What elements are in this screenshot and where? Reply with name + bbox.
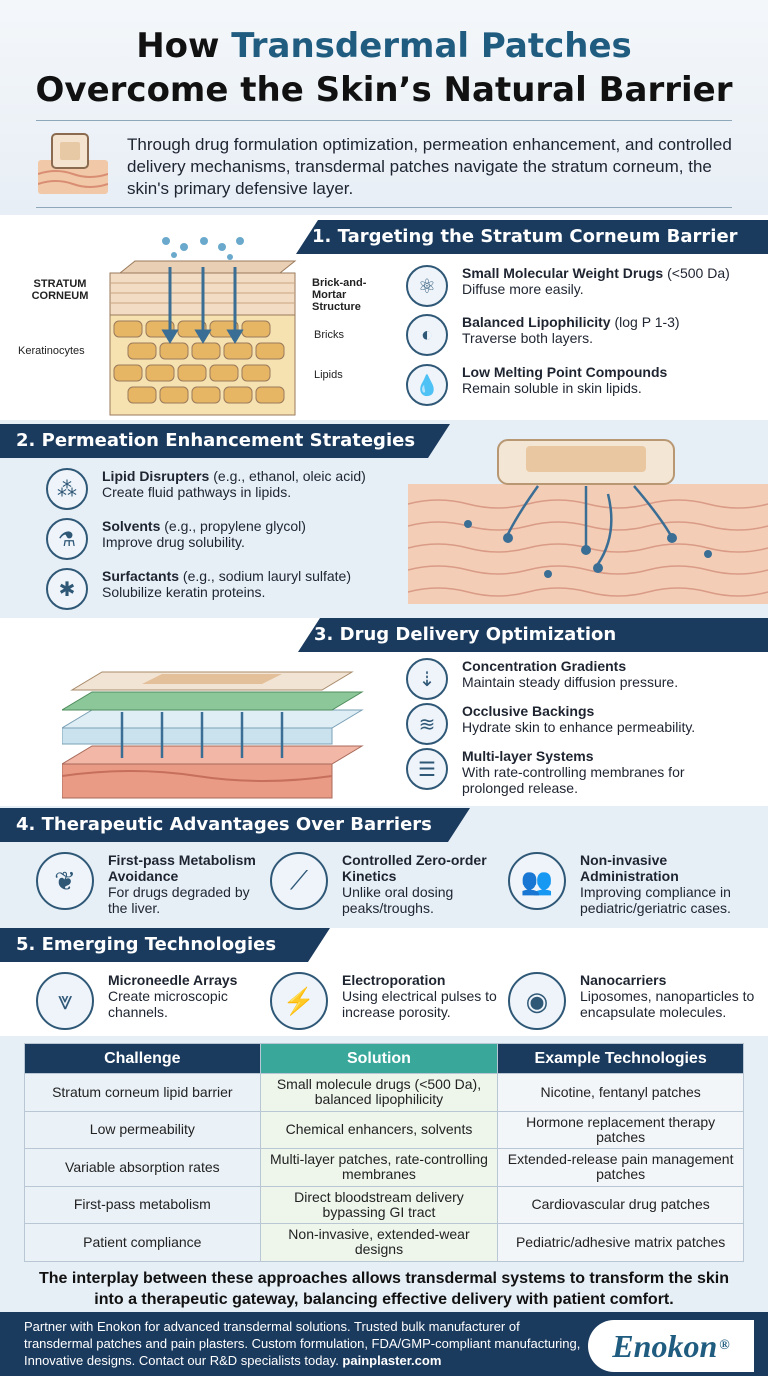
multilayer-icon: ☰ — [406, 748, 448, 790]
solvent-icon: ⚗ — [46, 518, 88, 560]
header — [0, 0, 768, 215]
section-2: 2. Permeation Enhancement Strategies ⁂Li… — [0, 420, 768, 618]
nanocarrier-icon: ◉ — [508, 972, 566, 1030]
s2-item: ⚗Solvents (e.g., propylene glycol)Improv… — [46, 518, 396, 560]
section-3: 3. Drug Delivery Optimization ⇣Concentra… — [0, 618, 768, 806]
divider — [36, 207, 732, 208]
s2-item: ⁂Lipid Disrupters (e.g., ethanol, oleic … — [46, 468, 396, 510]
section-2-heading: 2. Permeation Enhancement Strategies — [0, 424, 450, 458]
droplet-icon: 💧 — [406, 364, 448, 406]
section-4-heading: 4. Therapeutic Advantages Over Barriers — [0, 808, 470, 842]
molecule-icon: ⚛ — [406, 265, 448, 307]
multilayer-patch-illustration — [62, 671, 364, 799]
section-3-heading: 3. Drug Delivery Optimization — [298, 618, 768, 652]
section-5-heading: 5. Emerging Technologies — [0, 928, 330, 962]
table-header: Challenge — [24, 1043, 261, 1074]
title-accent: Transdermal Patches — [231, 26, 632, 66]
s1-item: ◐Balanced Lipophilicity (log P 1-3)Trave… — [406, 314, 756, 356]
label-bricks: Bricks — [314, 329, 344, 341]
summary-table: Challenge Solution Example Technologies … — [24, 1043, 744, 1262]
s2-item: ✱Surfactants (e.g., sodium lauryl sulfat… — [46, 568, 396, 610]
zero-order-graph-icon: ⟋ — [270, 852, 328, 910]
lipid-disrupter-icon: ⁂ — [46, 468, 88, 510]
label-keratinocytes: Keratinocytes — [18, 345, 85, 357]
microneedle-icon: ⩔ — [36, 972, 94, 1030]
page-title: How Transdermal Patches Overcome the Ski… — [35, 26, 733, 110]
footer: Partner with Enokon for advanced transde… — [0, 1312, 768, 1376]
section-5: 5. Emerging Technologies ⩔Microneedle Ar… — [0, 928, 768, 1036]
divider — [36, 120, 732, 121]
skin-layers-diagram — [109, 237, 297, 416]
table-header: Solution — [259, 1043, 499, 1074]
enokon-logo: Enokon® — [588, 1320, 754, 1372]
footer-link[interactable]: painplaster.com — [342, 1353, 442, 1368]
label-stratum-corneum: STRATUM CORNEUM — [31, 278, 89, 302]
table-header: Example Technologies — [497, 1043, 744, 1074]
permeation-illustration — [408, 439, 768, 604]
section-4: 4. Therapeutic Advantages Over Barriers … — [0, 806, 768, 928]
section-1: 1. Targeting the Stratum Corneum Barrier… — [0, 215, 768, 420]
conclusion-text: The interplay between these approaches a… — [39, 1270, 729, 1308]
gradient-icon: ⇣ — [406, 658, 448, 700]
label-lipids: Lipids — [314, 369, 343, 381]
patients-icon: 👥 — [508, 852, 566, 910]
intro-text: Through drug formulation optimization, p… — [127, 135, 732, 198]
occlusive-icon: ≋ — [406, 703, 448, 745]
label-brick-mortar: Brick-and-Mortar Structure — [312, 277, 367, 313]
liver-icon: ❦ — [36, 852, 94, 910]
surfactant-icon: ✱ — [46, 568, 88, 610]
patch-on-skin-icon — [38, 133, 108, 194]
footer-text: Partner with Enokon for advanced transde… — [24, 1319, 581, 1368]
section-1-heading: 1. Targeting the Stratum Corneum Barrier — [296, 220, 768, 254]
s1-item: ⚛Small Molecular Weight Drugs (<500 Da)D… — [406, 265, 756, 307]
lightning-icon: ⚡ — [270, 972, 328, 1030]
lipophilicity-icon: ◐ — [406, 314, 448, 356]
